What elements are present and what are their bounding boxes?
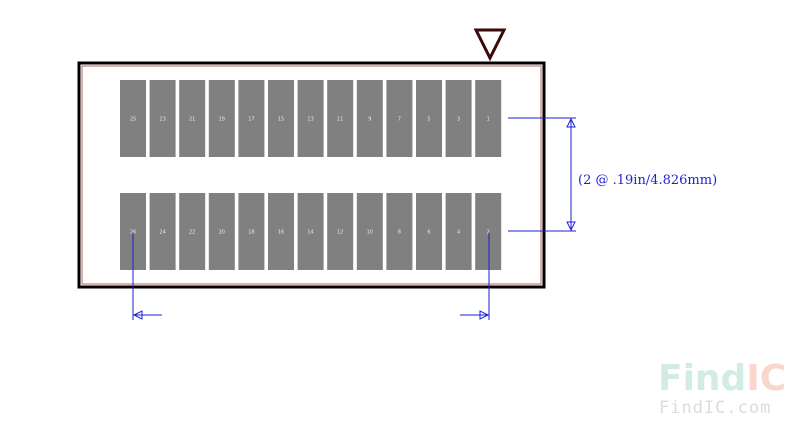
pad-label-24: 24: [159, 230, 165, 236]
pad-label-3: 3: [457, 117, 460, 123]
pad-7: [386, 80, 413, 157]
pad-label-13: 13: [307, 117, 313, 123]
dim-arrow-up-icon: [566, 117, 576, 128]
pad-label-14: 14: [307, 230, 313, 236]
pad-label-5: 5: [427, 117, 430, 123]
pad-label-18: 18: [248, 230, 254, 236]
pad-25: [120, 80, 146, 157]
component-inner-outline: [81, 65, 542, 285]
pad-5: [416, 80, 442, 157]
pad-16: [268, 193, 294, 270]
dim-arrow-left-icon: [132, 310, 143, 320]
dimension-label: (2 @ .19in/4.826mm): [578, 173, 717, 188]
pad-19: [208, 80, 235, 157]
vertical-dimension: (2 @ .19in/4.826mm): [508, 117, 717, 232]
pad-label-11: 11: [337, 117, 343, 123]
pad-label-20: 20: [219, 230, 225, 236]
pad-label-21: 21: [189, 117, 195, 123]
pad-label-17: 17: [248, 117, 254, 123]
pad-label-10: 10: [367, 230, 373, 236]
dim-arrow-right-icon: [479, 310, 490, 320]
pad-6: [416, 193, 442, 270]
pad-11: [327, 80, 354, 157]
pad-21: [179, 80, 206, 157]
pad-12: [327, 193, 354, 270]
pad-label-8: 8: [398, 230, 401, 236]
pad-15: [268, 80, 294, 157]
pad-8: [386, 193, 413, 270]
pad-row-bottom: 26 24 22 20 18 16 14 12 10 8 6 4 2: [120, 193, 502, 270]
horizontal-dimension: [132, 233, 490, 320]
pad-label-7: 7: [398, 117, 401, 123]
pad-label-12: 12: [337, 230, 343, 236]
pad-1: [475, 80, 502, 157]
pad-label-4: 4: [457, 230, 460, 236]
pad-2: [475, 193, 502, 270]
watermark-brand-find: Find: [658, 358, 746, 399]
pad-row-top: 25 23 21 19 17 15 13 11 9 7 5 3 1: [120, 80, 502, 157]
pad-13: [297, 80, 324, 157]
pin1-marker-icon: [473, 28, 507, 62]
pad-label-1: 1: [487, 117, 490, 123]
pad-label-25: 25: [130, 117, 136, 123]
pad-3: [445, 80, 472, 157]
pad-10: [356, 193, 383, 270]
pad-9: [356, 80, 383, 157]
watermark: FindIC FindIC.com: [658, 358, 786, 418]
pad-label-2: 2: [487, 230, 490, 236]
pad-17: [238, 80, 265, 157]
pad-label-15: 15: [278, 117, 284, 123]
dim-arrow-down-icon: [566, 221, 576, 232]
pad-label-6: 6: [427, 230, 430, 236]
pad-label-19: 19: [219, 117, 225, 123]
component-outline: [77, 61, 546, 289]
watermark-url: FindIC.com: [659, 398, 771, 418]
pad-20: [208, 193, 235, 270]
pad-18: [238, 193, 265, 270]
watermark-brand-ic: IC: [746, 358, 786, 399]
pad-22: [179, 193, 206, 270]
pad-label-23: 23: [159, 117, 165, 123]
pad-14: [297, 193, 324, 270]
pad-4: [445, 193, 472, 270]
pad-label-16: 16: [278, 230, 284, 236]
svg-text:FindIC: FindIC: [658, 358, 786, 399]
pad-24: [149, 193, 176, 270]
pad-23: [149, 80, 176, 157]
pad-label-26: 26: [130, 230, 136, 236]
pad-label-9: 9: [368, 117, 371, 123]
pad-label-22: 22: [189, 230, 195, 236]
